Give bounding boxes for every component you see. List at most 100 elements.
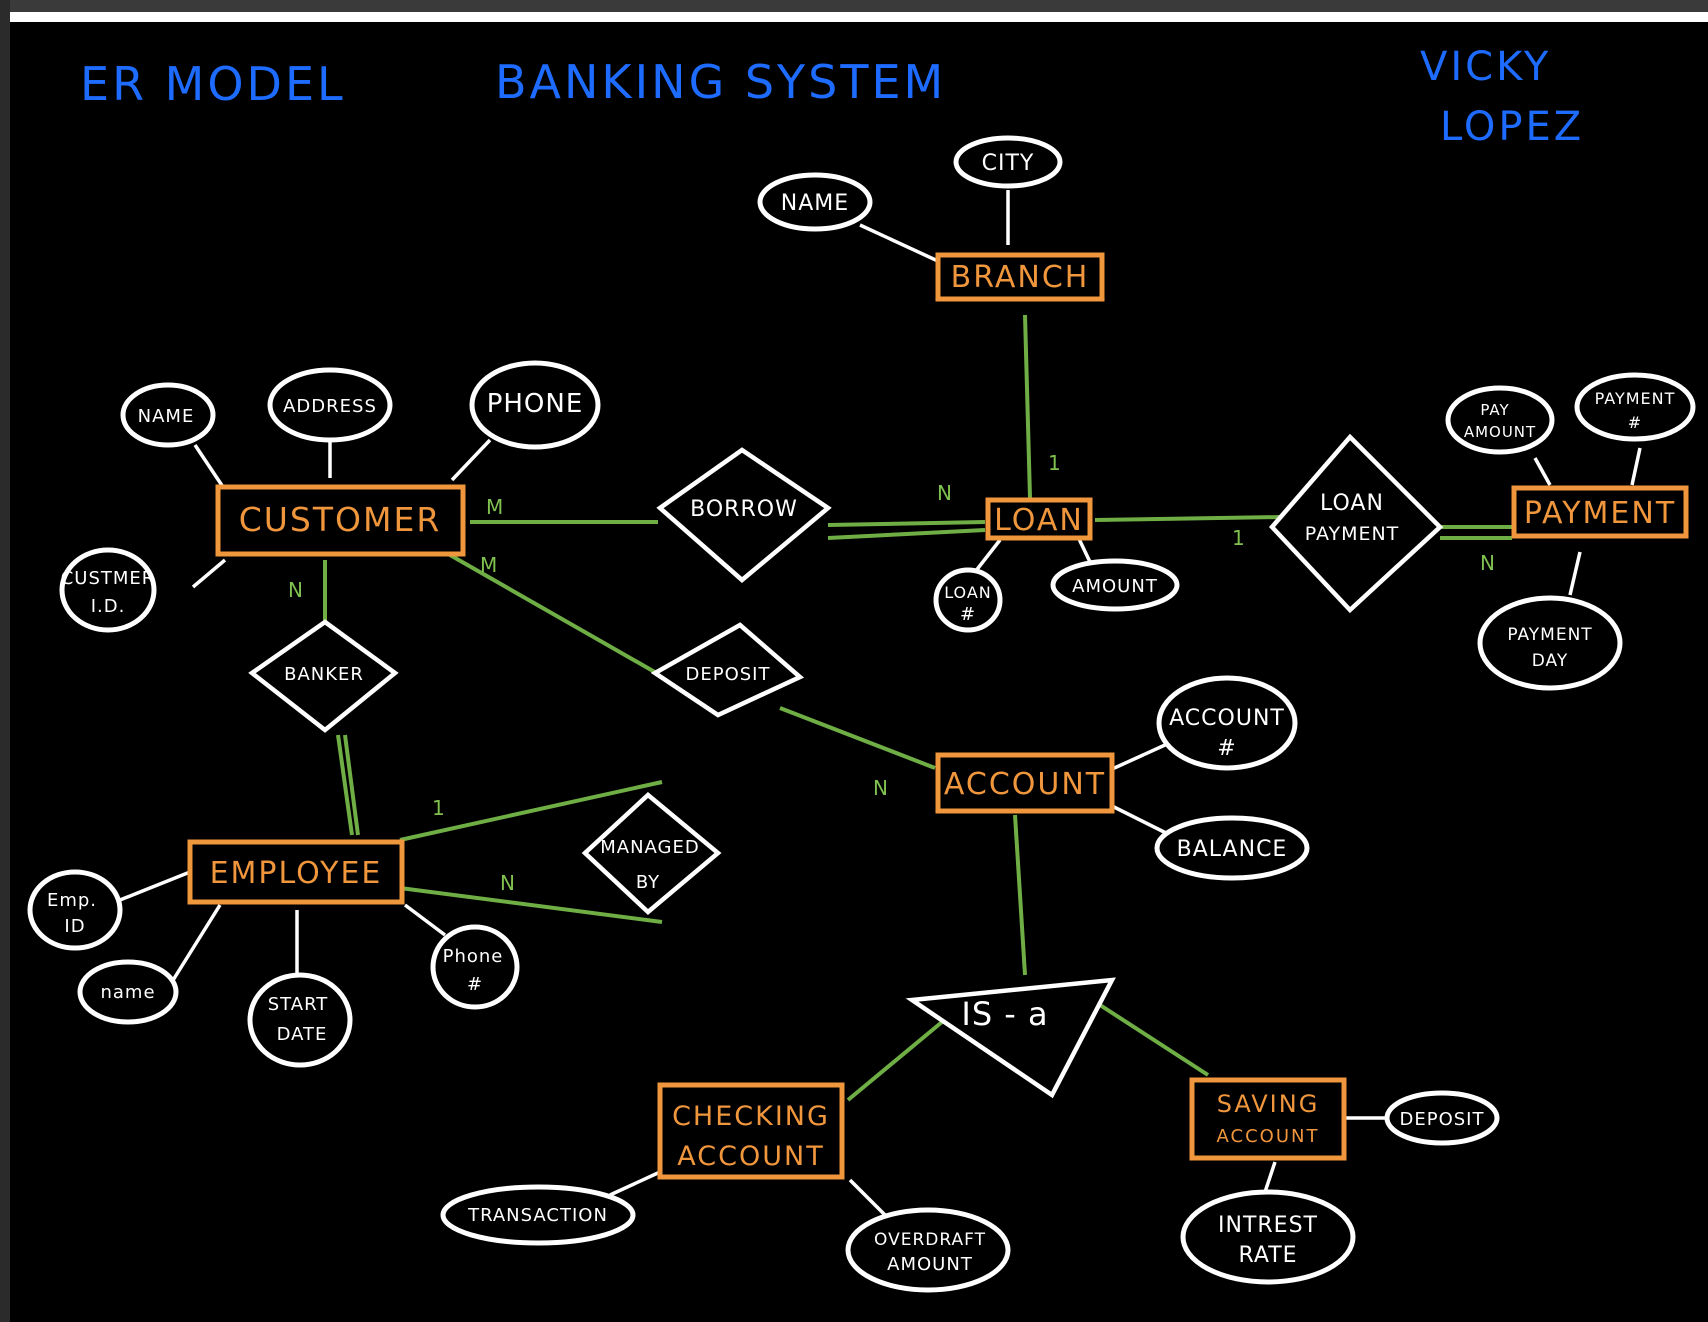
attribute-connectors — [119, 190, 1642, 1217]
card-deposit-account: N — [873, 776, 888, 800]
card-loan-loanpayment: 1 — [1232, 526, 1245, 550]
svg-text:DEPOSIT: DEPOSIT — [686, 664, 771, 685]
attribute-emp-id[interactable]: Emp. ID — [27, 869, 123, 951]
svg-text:#: # — [960, 604, 976, 625]
svg-text:AMOUNT: AMOUNT — [1072, 576, 1158, 597]
svg-text:AMOUNT: AMOUNT — [1464, 423, 1536, 441]
entity-branch[interactable]: BRANCH — [935, 252, 1105, 302]
attribute-account-number[interactable]: ACCOUNT # — [1156, 675, 1298, 771]
relationship-banker[interactable]: BANKER — [248, 619, 399, 733]
card-loanpayment-payment: N — [1480, 551, 1495, 575]
whiteboard-top-rule — [10, 12, 1708, 22]
svg-text:OVERDRAFT: OVERDRAFT — [874, 1230, 986, 1250]
attribute-pay-amount[interactable]: PAY AMOUNT — [1445, 385, 1555, 455]
attribute-transaction[interactable]: TRANSACTION — [440, 1184, 636, 1246]
svg-text:BORROW: BORROW — [690, 497, 798, 522]
entity-payment[interactable]: PAYMENT — [1511, 485, 1689, 539]
svg-text:ACCOUNT: ACCOUNT — [1217, 1126, 1320, 1147]
svg-text:BANKER: BANKER — [284, 664, 364, 685]
svg-text:RATE: RATE — [1238, 1243, 1297, 1268]
attribute-branch-name[interactable]: NAME — [757, 172, 873, 232]
relationship-is-a[interactable]: IS - a — [905, 977, 1116, 1099]
svg-text:PAYMENT: PAYMENT — [1595, 389, 1676, 408]
svg-text:#: # — [1628, 413, 1642, 432]
attribute-customer-id[interactable]: CUSTMER I.D. — [59, 547, 157, 633]
attribute-interest-rate[interactable]: INTREST RATE — [1180, 1189, 1356, 1285]
svg-text:ID: ID — [64, 916, 85, 937]
svg-text:BRANCH: BRANCH — [951, 260, 1090, 295]
svg-text:CUSTOMER: CUSTOMER — [239, 500, 442, 539]
svg-text:PAY: PAY — [1480, 401, 1509, 419]
svg-text:EMPLOYEE: EMPLOYEE — [210, 856, 383, 891]
svg-text:LOAN: LOAN — [944, 583, 992, 602]
relationship-managed-by[interactable]: MANAGED BY — [581, 792, 722, 916]
attribute-customer-name[interactable]: NAME — [120, 382, 216, 448]
svg-text:LOAN: LOAN — [994, 503, 1084, 538]
svg-text:DEPOSIT: DEPOSIT — [1400, 1109, 1485, 1130]
svg-text:CHECKING: CHECKING — [672, 1101, 830, 1132]
svg-text:Emp.: Emp. — [47, 890, 97, 911]
svg-text:#: # — [467, 974, 483, 995]
card-emp-managed-1: 1 — [432, 796, 445, 820]
attribute-branch-city[interactable]: CITY — [953, 135, 1063, 189]
svg-text:LOAN: LOAN — [1320, 491, 1384, 516]
svg-text:BY: BY — [636, 872, 660, 893]
svg-text:CITY: CITY — [982, 151, 1035, 176]
entity-account[interactable]: ACCOUNT — [935, 752, 1115, 814]
svg-text:TRANSACTION: TRANSACTION — [467, 1205, 608, 1226]
svg-text:Phone: Phone — [443, 946, 504, 967]
entity-employee[interactable]: EMPLOYEE — [187, 839, 405, 905]
svg-text:#: # — [1217, 736, 1236, 761]
svg-text:AMOUNT: AMOUNT — [887, 1254, 973, 1275]
attribute-emp-phone[interactable]: Phone # — [430, 924, 520, 1010]
svg-text:PAYMENT: PAYMENT — [1305, 523, 1400, 545]
card-cust-deposit: M — [480, 553, 497, 577]
svg-text:PAYMENT: PAYMENT — [1507, 625, 1592, 645]
svg-text:DATE: DATE — [277, 1024, 328, 1045]
card-cust-borrow: M — [486, 495, 503, 519]
relationship-deposit[interactable]: DEPOSIT — [650, 622, 805, 718]
attribute-payment-day[interactable]: PAYMENT DAY — [1477, 595, 1623, 691]
card-emp-managed-n: N — [500, 871, 515, 895]
attribute-saving-deposit[interactable]: DEPOSIT — [1384, 1090, 1500, 1146]
svg-text:I.D.: I.D. — [91, 596, 126, 617]
relationship-borrow[interactable]: BORROW — [656, 447, 832, 583]
svg-text:PAYMENT: PAYMENT — [1524, 496, 1676, 531]
attribute-loan-amount[interactable]: AMOUNT — [1050, 558, 1180, 612]
attribute-overdraft-amount[interactable]: OVERDRAFT AMOUNT — [845, 1207, 1011, 1293]
svg-text:IS - a: IS - a — [961, 995, 1048, 1033]
svg-text:ACCOUNT: ACCOUNT — [677, 1141, 824, 1172]
card-branch-loan: 1 — [1048, 451, 1061, 475]
window-top-bar — [0, 0, 1708, 12]
diagram-title: ER MODEL — [80, 57, 346, 111]
author-first-name: VICKY — [1420, 44, 1551, 90]
author-last-name: LOPEZ — [1440, 104, 1584, 150]
svg-text:INTREST: INTREST — [1218, 1213, 1318, 1238]
svg-text:BALANCE: BALANCE — [1177, 837, 1288, 862]
svg-text:ACCOUNT: ACCOUNT — [1169, 706, 1285, 731]
attribute-loan-number[interactable]: LOAN # — [933, 567, 1003, 633]
attribute-balance[interactable]: BALANCE — [1154, 815, 1310, 881]
entity-customer[interactable]: CUSTOMER — [215, 484, 466, 557]
entity-loan[interactable]: LOAN — [985, 497, 1093, 541]
attribute-customer-phone[interactable]: PHONE — [469, 360, 601, 450]
svg-text:ACCOUNT: ACCOUNT — [944, 767, 1106, 802]
attribute-emp-start-date[interactable]: START DATE — [247, 972, 353, 1068]
svg-text:NAME: NAME — [138, 406, 195, 427]
attribute-emp-name[interactable]: name — [77, 959, 179, 1025]
svg-text:ADDRESS: ADDRESS — [283, 396, 377, 417]
attribute-customer-address[interactable]: ADDRESS — [267, 367, 393, 443]
svg-text:CUSTMER: CUSTMER — [61, 568, 156, 589]
attribute-payment-number[interactable]: PAYMENT # — [1574, 372, 1696, 442]
entity-checking-account[interactable]: CHECKING ACCOUNT — [657, 1082, 845, 1180]
card-borrow-loan: N — [937, 481, 952, 505]
entity-saving-account[interactable]: SAVING ACCOUNT — [1189, 1077, 1347, 1161]
diagram-subtitle: BANKING SYSTEM — [495, 55, 946, 109]
svg-text:PHONE: PHONE — [487, 389, 584, 419]
window-left-edge — [0, 0, 10, 1322]
svg-text:START: START — [268, 994, 329, 1015]
relationship-loan-payment[interactable]: LOAN PAYMENT — [1268, 433, 1444, 614]
svg-text:DAY: DAY — [1532, 651, 1569, 671]
svg-text:name: name — [100, 982, 155, 1003]
